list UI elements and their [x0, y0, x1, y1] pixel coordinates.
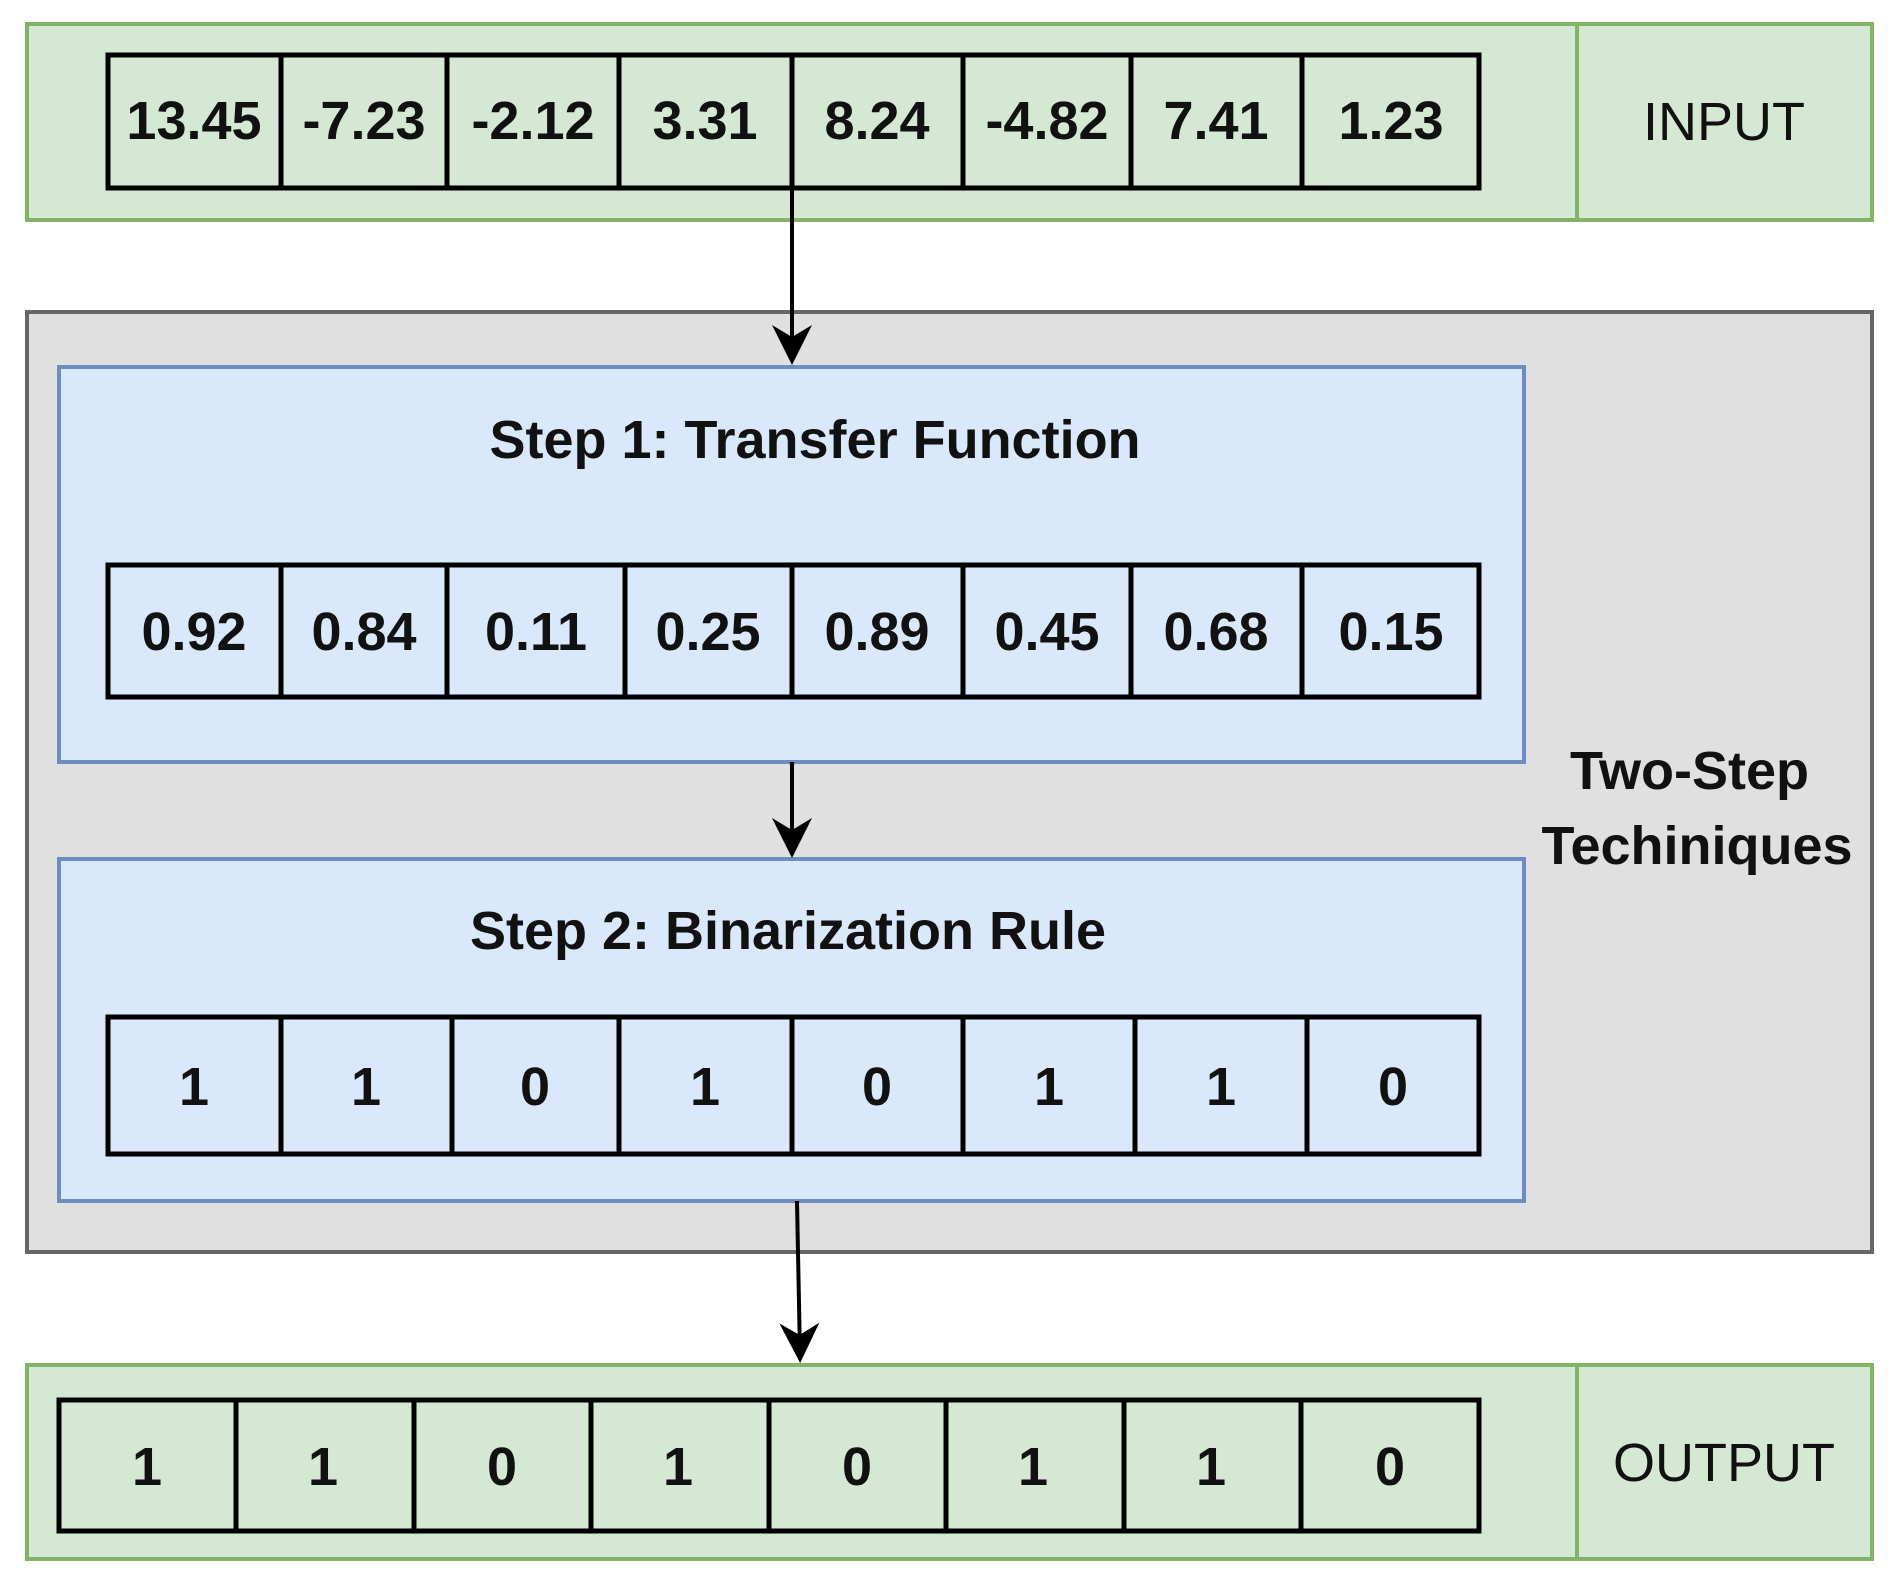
input-label: INPUT: [1643, 92, 1805, 152]
input-cell-value: -7.23: [302, 91, 425, 151]
output-label: OUTPUT: [1613, 1433, 1835, 1493]
output-panel-frame: [25, 1363, 1874, 1561]
input-cell-value: 7.41: [1163, 91, 1268, 151]
input-cell-value: -4.82: [985, 91, 1108, 151]
output-cell-value: 1: [1018, 1437, 1048, 1497]
output-cell-value: 0: [842, 1437, 872, 1497]
input-cell-value: 13.45: [126, 91, 261, 151]
output-cell-value: 1: [663, 1437, 693, 1497]
two-step-label-line2: Techiniques: [1541, 816, 1852, 876]
step2-panel: Step 2: Binarization Rule 1 1 0 1 0 1 1 …: [57, 857, 1526, 1203]
output-cell-value: 1: [132, 1437, 162, 1497]
input-panel: INPUT 13.45 -7.23 -2.12 3.31 8.24 -4.82 …: [25, 22, 1874, 222]
output-cell-value: 0: [487, 1437, 517, 1497]
step2-cell-value: 0: [862, 1057, 892, 1117]
step2-title: Step 2: Binarization Rule: [470, 901, 1106, 961]
input-cell-value: 8.24: [824, 91, 929, 151]
output-cell-value: 1: [1196, 1437, 1226, 1497]
output-vector: 1 1 0 1 0 1 1 0: [56, 1397, 1482, 1534]
step1-cell-value: 0.92: [141, 602, 246, 662]
step1-vector: 0.92 0.84 0.11 0.25 0.89 0.45 0.68 0.15: [105, 562, 1482, 700]
two-step-container: Two-Step Techiniques Step 1: Transfer Fu…: [25, 310, 1874, 1254]
step1-cell-value: 0.11: [485, 602, 587, 662]
input-vector: 13.45 -7.23 -2.12 3.31 8.24 -4.82 7.41 1…: [105, 52, 1482, 191]
step1-cell-value: 0.89: [824, 602, 929, 662]
output-cell-value: 0: [1375, 1437, 1405, 1497]
step2-vector: 1 1 0 1 0 1 1 0: [105, 1014, 1482, 1157]
step2-cell-value: 1: [351, 1057, 381, 1117]
step1-cell-value: 0.25: [655, 602, 760, 662]
input-cell-value: 3.31: [652, 91, 757, 151]
step1-panel: Step 1: Transfer Function 0.92 0.84 0.11…: [57, 365, 1526, 764]
step2-cell-value: 1: [1206, 1057, 1236, 1117]
output-panel: OUTPUT 1 1 0 1 0 1 1 0: [25, 1363, 1874, 1561]
step2-cell-value: 1: [690, 1057, 720, 1117]
two-step-label: Two-Step Techiniques: [1541, 741, 1852, 876]
input-cell-value: -2.12: [471, 91, 594, 151]
arrow-step2-to-output: [779, 1200, 820, 1363]
two-step-label-line1: Two-Step: [1570, 741, 1809, 801]
input-cell-value: 1.23: [1338, 91, 1443, 151]
step1-title: Step 1: Transfer Function: [489, 410, 1140, 470]
step1-cell-value: 0.15: [1338, 602, 1443, 662]
step1-cell-value: 0.68: [1163, 602, 1268, 662]
step2-cell-value: 1: [1034, 1057, 1064, 1117]
step2-cell-value: 1: [179, 1057, 209, 1117]
step1-cell-value: 0.84: [311, 602, 416, 662]
output-cell-value: 1: [308, 1437, 338, 1497]
step1-cell-value: 0.45: [994, 602, 1099, 662]
step2-cell-value: 0: [520, 1057, 550, 1117]
step2-cell-value: 0: [1378, 1057, 1408, 1117]
